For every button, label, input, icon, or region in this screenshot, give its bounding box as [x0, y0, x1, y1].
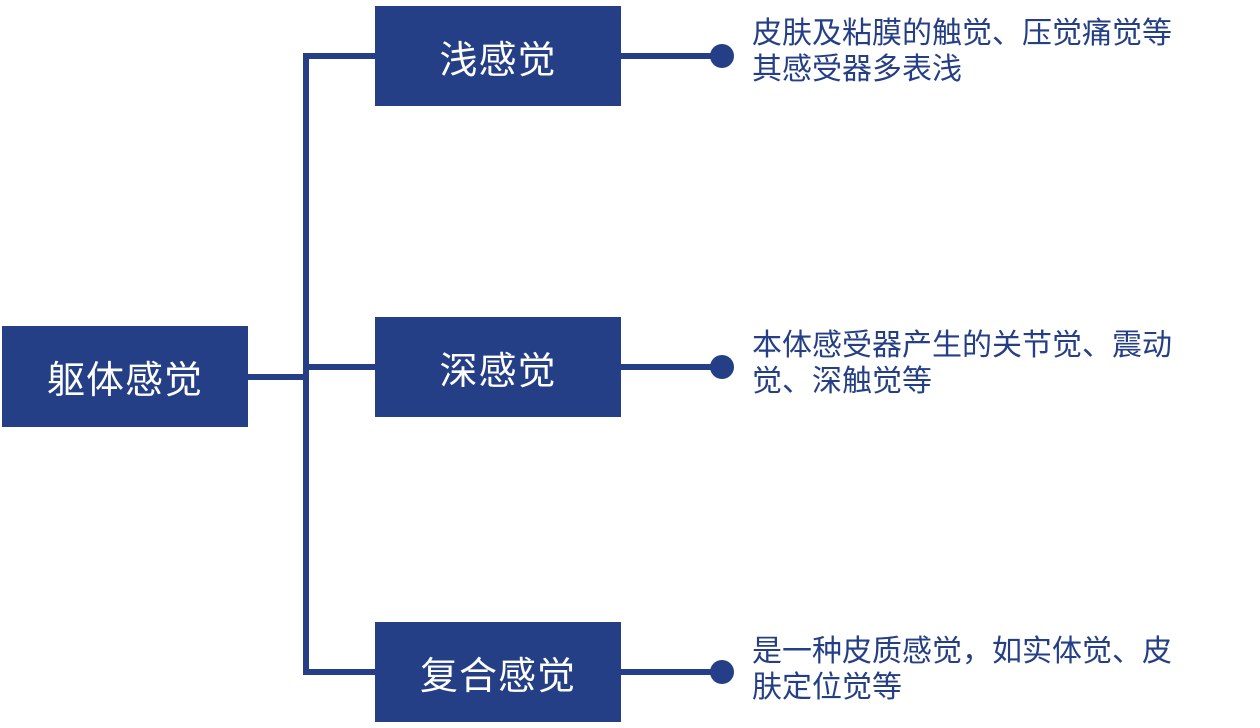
leaf-dot-3	[710, 660, 734, 684]
branch-node-superficial: 浅感觉	[375, 6, 621, 106]
branch-node-label: 复合感觉	[419, 653, 576, 698]
branch-node-deep: 深感觉	[375, 317, 621, 417]
description-line: 本体感受器产生的关节觉、震动	[752, 328, 1172, 363]
branch-node-composite: 复合感觉	[375, 622, 621, 722]
description-superficial: 皮肤及粘膜的触觉、压觉痛觉等 其感受器多表浅	[752, 16, 1252, 88]
description-line: 肤定位觉等	[752, 670, 902, 705]
description-line: 皮肤及粘膜的触觉、压觉痛觉等	[752, 16, 1172, 51]
leaf-dot-1	[710, 44, 734, 68]
description-line: 觉、深触觉等	[752, 364, 932, 399]
description-line: 其感受器多表浅	[752, 52, 962, 87]
branch-node-label: 深感觉	[439, 348, 557, 393]
description-composite: 是一种皮质感觉，如实体觉、皮 肤定位觉等	[752, 634, 1252, 706]
description-line: 是一种皮质感觉，如实体觉、皮	[752, 634, 1172, 669]
root-node: 躯体感觉	[2, 326, 248, 427]
root-node-label: 躯体感觉	[46, 358, 203, 402]
branch-node-label: 浅感觉	[439, 37, 557, 82]
description-deep: 本体感受器产生的关节觉、震动 觉、深触觉等	[752, 328, 1252, 400]
leaf-dot-2	[710, 355, 734, 379]
